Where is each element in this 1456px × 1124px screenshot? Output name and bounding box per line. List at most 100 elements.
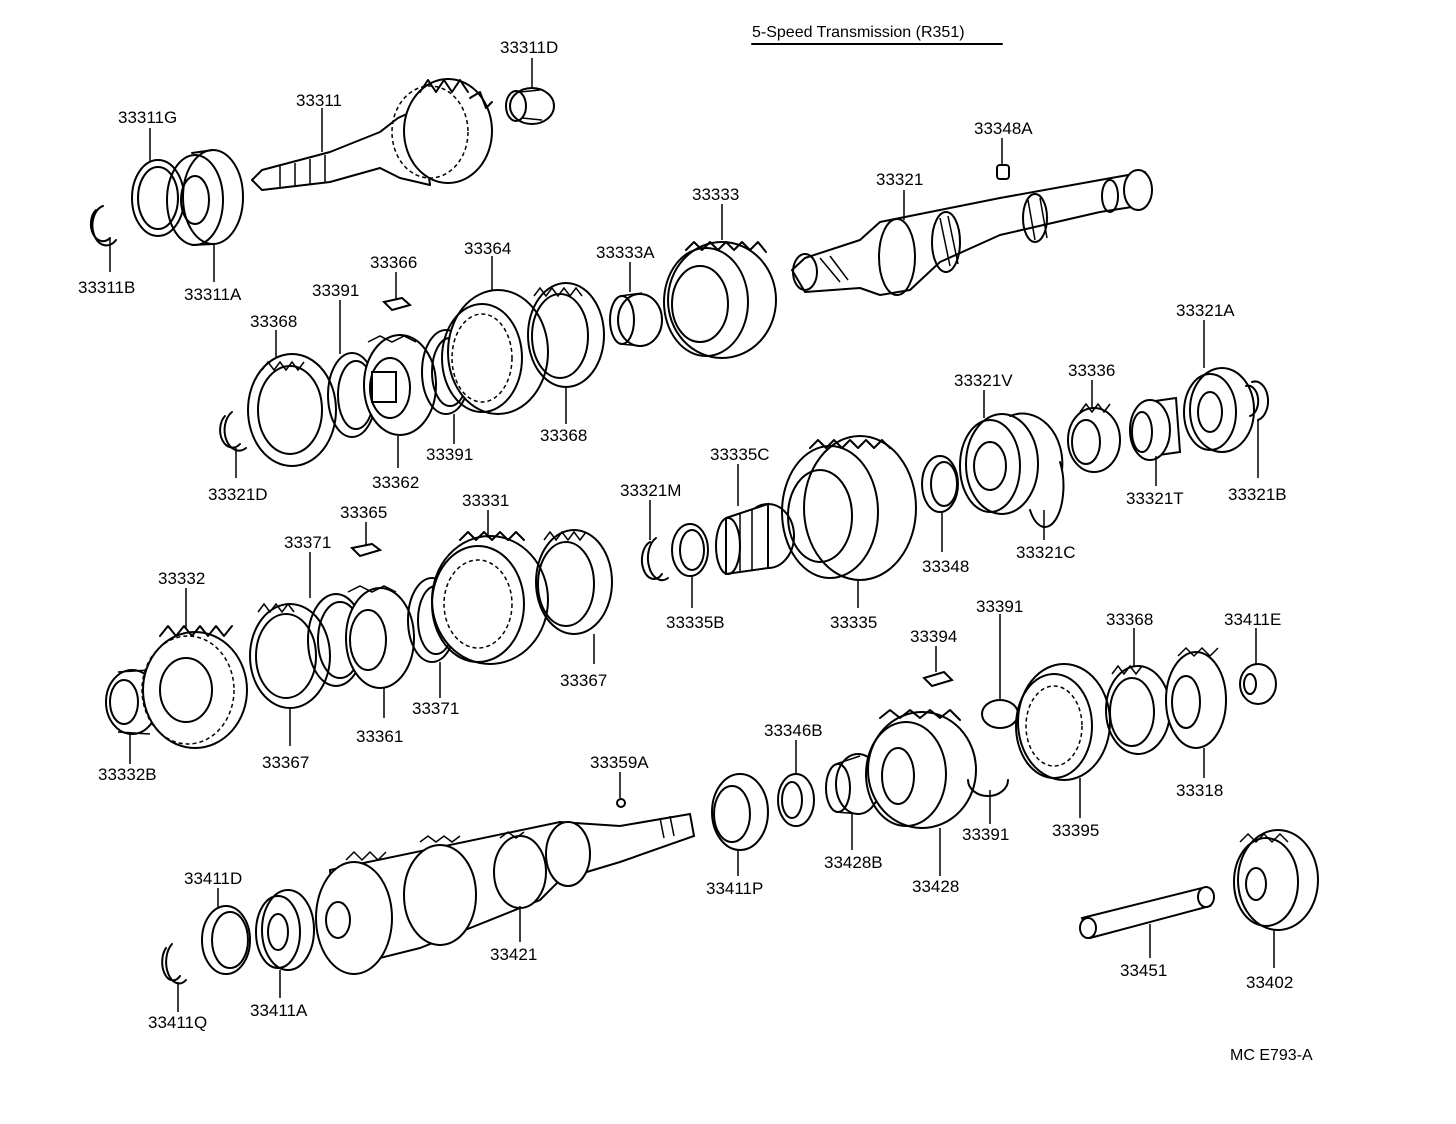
- snap-ring-33321M: [646, 537, 669, 582]
- label-33359A: 33359A: [590, 753, 649, 772]
- label-33332: 33332: [158, 569, 205, 588]
- label-33362: 33362: [372, 473, 419, 492]
- label-33365: 33365: [340, 503, 387, 522]
- label-33371-a: 33371: [284, 533, 331, 552]
- sync-ring-33367-left: [249, 602, 331, 709]
- washer-33346B: [777, 773, 815, 827]
- label-33368-a: 33368: [250, 312, 297, 331]
- gear-33332: [141, 625, 248, 749]
- label-33428: 33428: [912, 877, 959, 896]
- label-33333: 33333: [692, 185, 739, 204]
- counter-gear-group: [161, 709, 1319, 985]
- gear-33336: [1067, 402, 1121, 473]
- label-33321B: 33321B: [1228, 485, 1287, 504]
- snap-ring-33321C: [1009, 412, 1064, 471]
- label-33321M: 33321M: [620, 481, 681, 500]
- label-33331: 33331: [462, 491, 509, 510]
- gear-33333: [663, 241, 777, 359]
- label-33321C: 33321C: [1016, 543, 1076, 562]
- key-spring-33391-bottom: [967, 779, 1009, 797]
- leader-lines: [109, 58, 1275, 1012]
- label-33321T: 33321T: [1126, 489, 1184, 508]
- label-33311: 33311: [296, 91, 342, 110]
- label-33402: 33402: [1246, 973, 1293, 992]
- label-33335C: 33335C: [710, 445, 770, 464]
- synchronizer-group-upper: [219, 241, 777, 467]
- label-33368-c: 33368: [1106, 610, 1153, 629]
- label-33332B: 33332B: [98, 765, 157, 784]
- label-33411P: 33411P: [706, 879, 763, 898]
- sync-ring-33367-right: [535, 529, 613, 635]
- label-33411E: 33411E: [1224, 610, 1281, 629]
- needle-bearing-33333A: [609, 292, 663, 347]
- label-33311A: 33311A: [184, 285, 242, 304]
- sleeve-33395: [1015, 663, 1111, 781]
- gear-33335-group: [640, 435, 917, 582]
- clutch-hub-33362: [363, 334, 437, 436]
- ring-33311G: [131, 159, 185, 237]
- needle-bearing-33311D: [505, 87, 555, 125]
- label-33335: 33335: [830, 613, 877, 632]
- shifting-key-33366: [382, 296, 413, 312]
- gear-33318: [1165, 646, 1227, 749]
- washer-33335B: [671, 523, 709, 577]
- sync-ring-33368-upper: [247, 353, 337, 467]
- bearing-33311A: [166, 149, 244, 246]
- label-33336: 33336: [1068, 361, 1115, 380]
- snap-ring-33321D: [223, 411, 247, 452]
- label-33321A: 33321A: [1176, 301, 1235, 320]
- reverse-gear-33331: [431, 531, 549, 665]
- input-shaft-33311: [251, 78, 493, 191]
- gear-33428: [865, 709, 977, 829]
- diagram-code: MC E793-A: [1230, 1047, 1313, 1064]
- label-33428B: 33428B: [824, 853, 883, 872]
- snap-ring-33411Q: [165, 943, 187, 985]
- reverse-idler-gear-33402: [1233, 829, 1319, 931]
- hub-33361: [345, 585, 415, 689]
- label-33364: 33364: [464, 239, 511, 258]
- label-33318: 33318: [1176, 781, 1223, 800]
- label-33391-b: 33391: [426, 445, 473, 464]
- bearing-33321V: [959, 413, 1039, 515]
- sync-ring-33368-lower: [1105, 664, 1171, 755]
- snap-ring-33321B: [1251, 380, 1270, 421]
- nut-33411E: [1239, 663, 1277, 705]
- label-33311B: 33311B: [78, 278, 135, 297]
- label-33348: 33348: [922, 557, 969, 576]
- label-33346B: 33346B: [764, 721, 823, 740]
- bearing-33321A: [1183, 367, 1255, 453]
- label-33411A: 33411A: [250, 1001, 308, 1020]
- spacer-33321T: [1129, 396, 1182, 461]
- label-33411D: 33411D: [184, 869, 242, 888]
- synchronizer-group-lower: [105, 529, 613, 749]
- diagram-title: 5-Speed Transmission (R351): [751, 24, 1003, 45]
- label-33371-b: 33371: [412, 699, 459, 718]
- ring-33411D: [201, 905, 251, 975]
- label-33311G: 33311G: [118, 108, 177, 127]
- label-33391-c: 33391: [976, 597, 1023, 616]
- label-33361: 33361: [356, 727, 403, 746]
- label-33391-d: 33391: [962, 825, 1009, 844]
- label-33391-a: 33391: [312, 281, 359, 300]
- output-shaft-33321: [791, 164, 1153, 296]
- label-33348A: 33348A: [974, 119, 1033, 138]
- title-text: 5-Speed Transmission (R351): [752, 24, 965, 41]
- spacer-33348: [921, 455, 959, 513]
- label-33395: 33395: [1052, 821, 1099, 840]
- gear-33335: [781, 435, 917, 581]
- seal-33411P: [711, 773, 769, 851]
- label-33335B: 33335B: [666, 613, 725, 632]
- output-front-group: [921, 367, 1270, 529]
- fifth-sync-group: [922, 646, 1277, 781]
- reverse-idler-shaft-33451: [1079, 886, 1215, 940]
- label-33366: 33366: [370, 253, 417, 272]
- input-shaft-group: [89, 78, 555, 247]
- hub-sleeve-33364: [441, 289, 549, 415]
- label-33311D: 33311D: [500, 38, 558, 57]
- label-33394: 33394: [910, 627, 957, 646]
- label-33321D: 33321D: [208, 485, 268, 504]
- label-33421: 33421: [490, 945, 537, 964]
- part-labels: 33311D 33311 33311G 33311B 33311A 33348A…: [78, 38, 1313, 1064]
- key-spring-33391-right: [981, 699, 1019, 729]
